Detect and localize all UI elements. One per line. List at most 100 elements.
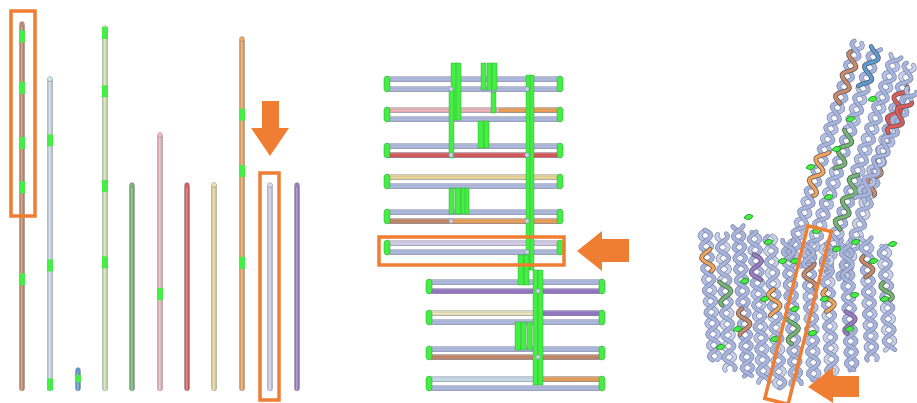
arrow-left-icon [577, 231, 629, 271]
strand-5-end [129, 182, 135, 188]
helix-strand [859, 236, 879, 362]
helix-strand [747, 230, 772, 384]
strand-11-shade [294, 184, 300, 391]
strand-2-shade [47, 78, 53, 391]
helix-shade [540, 310, 600, 316]
strand-4 [102, 25, 108, 392]
staple-crossover [448, 89, 455, 159]
strand-8-shade [211, 184, 217, 391]
lower-helix-9 [838, 237, 860, 373]
strand-1-staple-mark [19, 30, 25, 43]
highlight-box-3d-helix [762, 223, 834, 403]
staple-end-cap [556, 239, 564, 256]
strand-8 [211, 182, 217, 392]
helix-shade [387, 86, 560, 92]
staple-crossover-3d [732, 326, 743, 332]
staple-end-cap [598, 309, 606, 326]
helix-accent [749, 253, 764, 282]
staple-end-cap [556, 106, 564, 123]
helix-accent [718, 280, 733, 307]
strand-9 [239, 36, 245, 392]
helix-strand [818, 56, 903, 273]
staple-end-cap [598, 375, 606, 392]
upper-helix-3 [818, 52, 904, 276]
strand-7-shade [184, 184, 190, 391]
helix-shade [387, 209, 560, 215]
staple-crossover-3d [887, 241, 898, 247]
staple-crossover [448, 187, 455, 215]
junction-dot [535, 288, 541, 294]
strand-9-staple-mark [239, 165, 245, 178]
strand-2-end [47, 76, 53, 82]
strand-3 [75, 367, 81, 392]
helix-shade [429, 385, 602, 391]
helix-accent [700, 247, 715, 273]
strand-1-end [19, 21, 25, 27]
strand-9-staple-mark [239, 256, 245, 269]
lower-helix-4 [746, 229, 772, 385]
strand-1-staple-mark [19, 181, 25, 194]
strand-10-end [267, 182, 273, 188]
staple-crossover [523, 254, 530, 286]
lower-helix-8 [818, 241, 840, 377]
staple-crossover [464, 187, 470, 215]
junction-dot [448, 152, 454, 158]
arrow-left-icon [808, 367, 859, 403]
strand-2 [47, 76, 53, 392]
strand-6 [157, 132, 163, 392]
helix-layout-2d-panel [383, 62, 606, 392]
helix-strand [838, 238, 859, 372]
helix-accent [807, 150, 831, 198]
highlight-box-helix-row [377, 235, 566, 267]
helix-accent [833, 173, 860, 231]
helix-accent [821, 288, 836, 314]
strand-2-staple-mark [47, 259, 53, 272]
junction-dot [524, 86, 530, 92]
staple-crossover-3d [879, 296, 890, 302]
lower-helix-10 [858, 235, 880, 363]
strand-9-shade [239, 38, 245, 391]
helix-accent [856, 44, 881, 88]
helix-shade [387, 76, 560, 82]
staple-end-cap [598, 278, 606, 295]
strand-5-shade [129, 184, 135, 391]
staple-crossover-3d [868, 258, 879, 264]
strand-4-staple-mark [102, 27, 108, 39]
helix-shade [429, 288, 602, 294]
staple-crossover-3d [823, 194, 834, 200]
strand-4-staple-mark [102, 256, 108, 269]
staple-crossover [520, 321, 527, 351]
staple-crossover [477, 120, 485, 149]
strand-7-end [184, 182, 190, 188]
helix-accent [736, 307, 752, 336]
staple-crossover-3d [807, 330, 818, 336]
staple-end-cap [383, 142, 391, 159]
helix-shade [429, 354, 602, 360]
staple-crossover [517, 254, 525, 286]
staple-end-cap [383, 106, 391, 123]
helix-accent [833, 50, 858, 105]
helix-strand [731, 224, 754, 378]
staple-crossover [537, 269, 544, 386]
helix-shade [387, 152, 450, 158]
staple-crossover [480, 62, 487, 91]
staple-crossover [526, 321, 533, 351]
junction-dot [448, 218, 454, 224]
strand-4-staple-mark [102, 85, 108, 98]
helix-accent [766, 287, 782, 317]
strand-4-staple-mark [102, 179, 108, 192]
helix-accent [802, 262, 817, 289]
staple-crossover [529, 74, 535, 271]
staple-crossover [486, 62, 493, 91]
strand-10-shade [267, 184, 273, 391]
helix-shade [387, 174, 560, 180]
staple-end-cap [383, 173, 391, 190]
strand-2-staple-mark [47, 378, 53, 391]
staple-crossover [491, 62, 498, 91]
helix-shade [540, 376, 600, 382]
strand-8-end [211, 182, 217, 188]
staple-crossover [454, 187, 462, 215]
helix-accent [885, 101, 914, 135]
staple-crossover-3d [715, 344, 726, 350]
staple-end-cap [598, 345, 606, 361]
